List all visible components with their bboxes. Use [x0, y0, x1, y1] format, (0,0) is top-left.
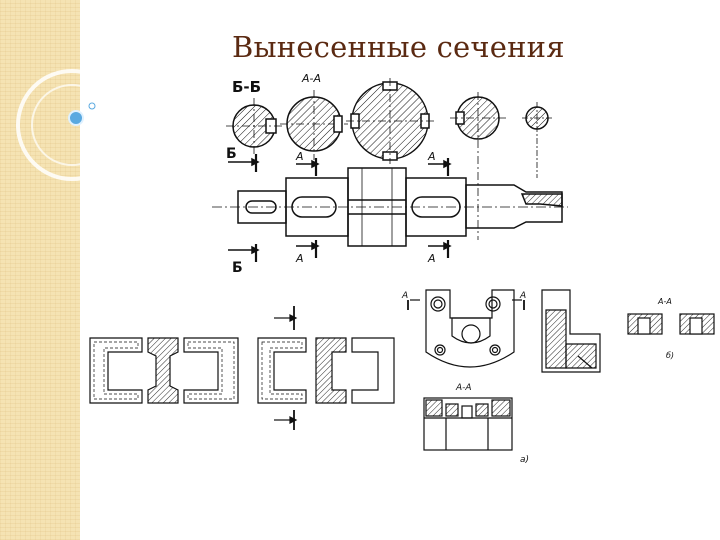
bracket-marker-right: А	[519, 291, 526, 301]
decorative-rings	[16, 69, 120, 181]
slide-title: Вынесенные сечения	[232, 30, 565, 64]
view-label-b: б)	[666, 351, 674, 360]
label-section-aa: А-А	[301, 72, 321, 85]
marker-a2-top: А	[427, 150, 436, 163]
marker-a1-bottom: А	[295, 252, 304, 265]
decor-ring-large	[16, 69, 120, 181]
section-spline	[346, 78, 434, 164]
small-sections-b	[627, 313, 715, 335]
marker-b-bottom: Б	[232, 260, 243, 276]
decorative-side-band	[0, 0, 80, 540]
cutting-plane-b	[228, 154, 260, 262]
section-small-1	[450, 92, 506, 240]
cutting-plane-a1	[296, 158, 320, 258]
section-aa-1	[280, 90, 348, 160]
small-section-label: А-А	[657, 297, 672, 306]
bracket-section-label: А-А	[455, 383, 472, 393]
marker-a1-top: А	[295, 150, 304, 163]
bracket-drawing	[407, 289, 525, 451]
cutting-plane-a2	[428, 158, 452, 258]
profile-sections-view-2	[257, 306, 395, 430]
l-bracket-view	[541, 289, 601, 373]
decor-dot-blue	[68, 110, 84, 126]
shaft-main-view	[212, 167, 568, 247]
decor-dot-small	[88, 102, 96, 110]
decor-ring-inner	[31, 84, 113, 166]
bracket-marker-left: А	[401, 291, 408, 301]
label-section-bb: Б-Б	[232, 78, 261, 96]
marker-a2-bottom: А	[427, 252, 436, 265]
profile-sections-view-1	[89, 337, 239, 404]
section-small-2	[522, 102, 552, 178]
view-label-a: а)	[520, 455, 529, 465]
marker-b-top: Б	[226, 146, 237, 162]
section-bb	[226, 98, 284, 154]
